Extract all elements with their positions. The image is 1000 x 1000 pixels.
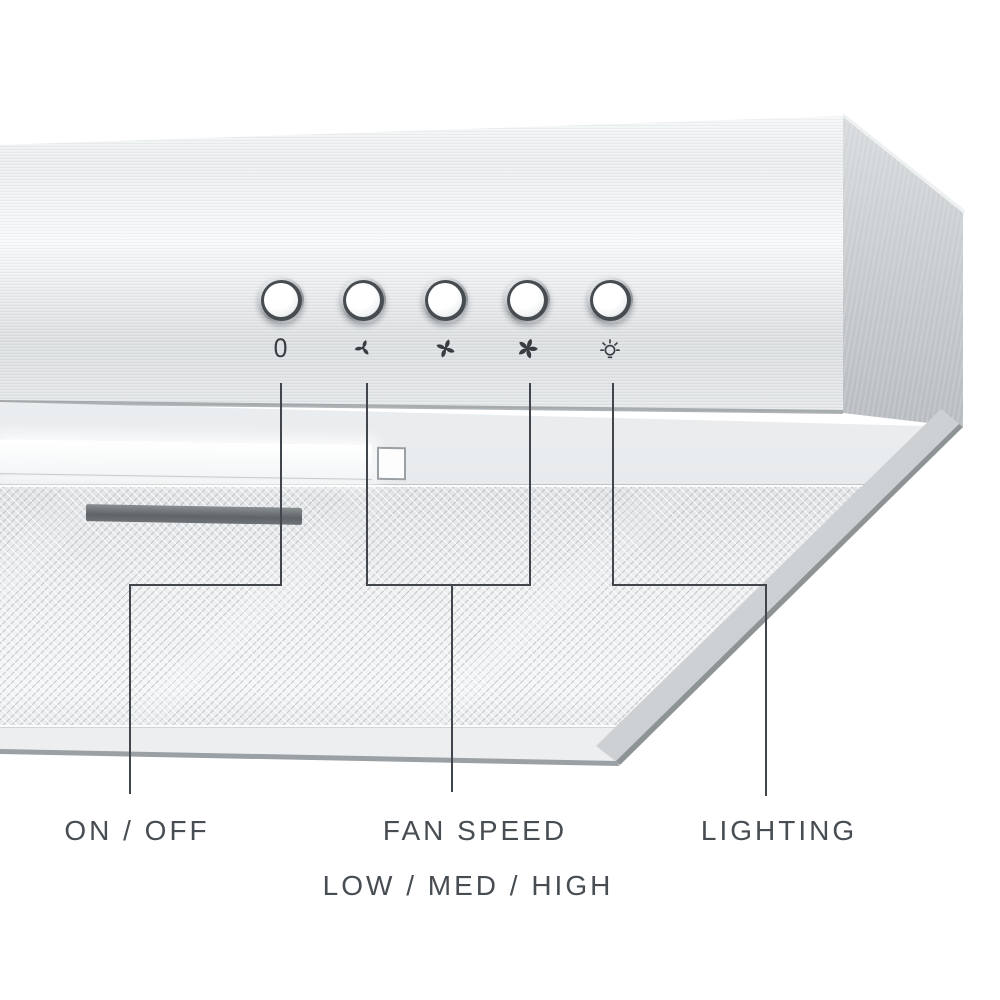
lighting-callout-leader — [765, 584, 767, 796]
lighting-callout-jog — [612, 584, 767, 586]
light-bulb-icon — [595, 333, 625, 363]
fan-medium-button[interactable] — [422, 277, 468, 323]
fan-low-callout-drop — [366, 383, 368, 586]
onoff-callout-jog — [129, 584, 282, 586]
onoff-callout-drop — [280, 383, 282, 586]
fan-high-callout-drop — [529, 383, 531, 586]
onoff-callout-leader — [129, 584, 131, 794]
fan-callout-leader — [451, 584, 453, 792]
zero-icon: 0 — [266, 333, 296, 363]
fan-medium-icon — [430, 333, 460, 363]
power-button[interactable] — [258, 277, 304, 323]
slide-switch — [377, 446, 406, 481]
fan-low-icon — [348, 333, 378, 363]
lighting-label: LIGHTING — [700, 815, 858, 846]
light-button[interactable] — [587, 277, 633, 323]
zero-glyph: 0 — [274, 332, 288, 363]
lighting-callout-drop — [612, 383, 614, 586]
fan-high-button[interactable] — [504, 277, 550, 323]
fan-levels-label: LOW / MED / HIGH — [322, 870, 614, 901]
fan-speed-label: FAN SPEED — [382, 815, 568, 846]
light-diffuser-strip — [0, 439, 372, 480]
fan-callout-connector — [366, 584, 531, 586]
fan-high-icon — [512, 333, 542, 363]
on-off-label: ON / OFF — [64, 815, 210, 846]
fan-low-button[interactable] — [340, 277, 386, 323]
